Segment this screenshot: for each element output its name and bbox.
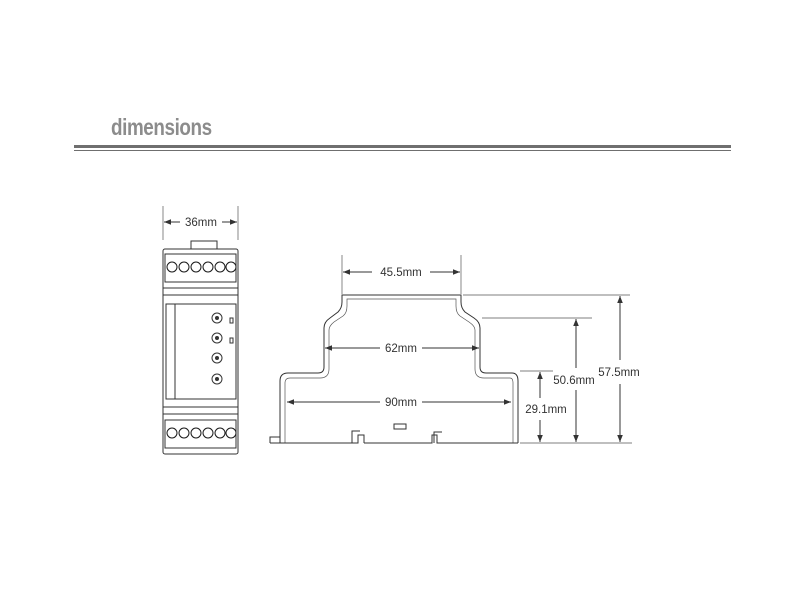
front-knobs: [211, 312, 234, 385]
dim-height-middle: 50.6mm: [553, 319, 595, 442]
section-heading: dimensions: [111, 114, 212, 140]
heading-rule-thick: [74, 145, 731, 148]
front-top-terminals: [164, 253, 237, 283]
dim-top-width: 45.5mm: [341, 255, 462, 294]
dim-top-width-label: 45.5mm: [380, 267, 422, 279]
heading-rule: [74, 145, 731, 152]
heading-rule-thin: [74, 150, 731, 151]
dim-height-base-label: 29.1mm: [525, 404, 567, 416]
dim-height-total-label: 57.5mm: [598, 367, 640, 379]
front-top-clip: [190, 240, 218, 249]
dim-middle-width: 62mm: [325, 343, 479, 355]
dim-front-width-label: 36mm: [185, 217, 217, 229]
side-rail-latch: [393, 423, 407, 430]
front-panel: [165, 303, 237, 400]
dim-base-width-label: 90mm: [385, 397, 417, 409]
side-profile: [279, 294, 519, 443]
dim-height-total: 57.5mm: [598, 296, 640, 442]
side-view: 45.5mm 62mm 90mm 57.5mm 50.6mm: [269, 255, 640, 444]
front-view: 36mm: [162, 206, 239, 455]
dim-front-width: 36mm: [162, 206, 239, 240]
front-outline: [162, 248, 239, 455]
front-bottom-terminals: [164, 419, 237, 449]
dim-middle-width-label: 62mm: [385, 343, 417, 355]
dim-height-base: 29.1mm: [525, 372, 567, 442]
side-base: [269, 434, 518, 444]
dim-height-middle-label: 50.6mm: [553, 375, 595, 387]
dim-base-width: 90mm: [287, 397, 511, 409]
